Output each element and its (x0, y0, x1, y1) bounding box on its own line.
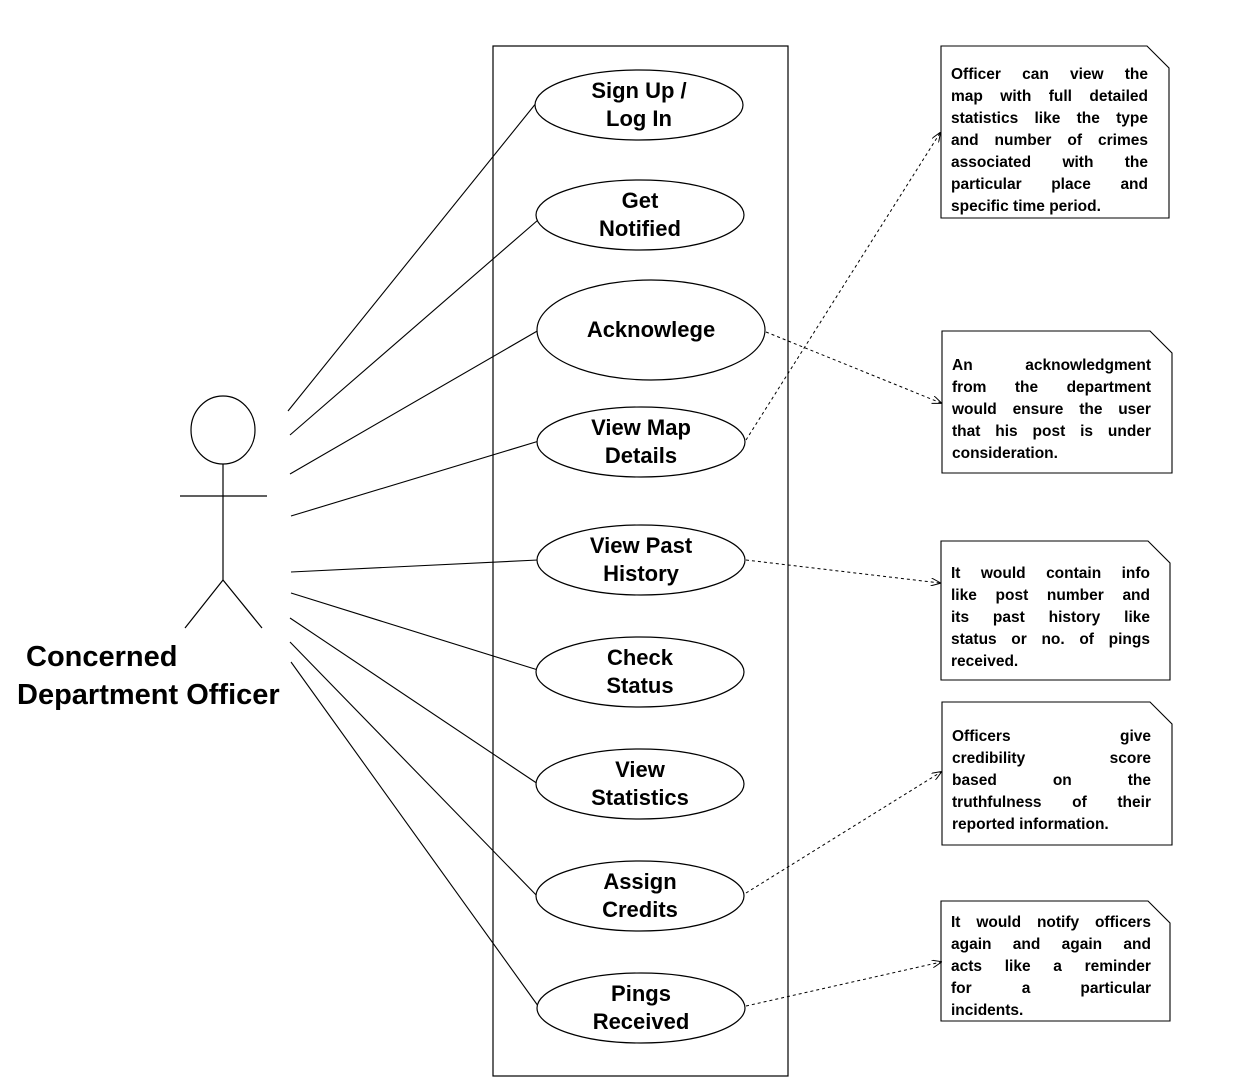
use-case-ellipse (536, 406, 746, 478)
note-shape (941, 330, 1173, 474)
use-case-check-status: Check Status (536, 637, 744, 707)
use-case-ellipse (535, 636, 745, 708)
note-line: incidents. (951, 1002, 1024, 1019)
use-case-ellipse (535, 748, 745, 820)
association-line (290, 661, 542, 1011)
note-shape (941, 701, 1173, 846)
dashed-arrow (745, 133, 940, 441)
association-line (287, 101, 538, 412)
use-case-line: Status (606, 673, 674, 698)
use-case-ellipse (536, 524, 746, 596)
use-case-line: Received (592, 1009, 690, 1034)
actor-label-line: Concerned (26, 641, 178, 673)
note-line: received. (951, 653, 1019, 670)
dashed-arrow (745, 962, 941, 1007)
use-case-line: Details (604, 443, 678, 468)
dashed-arrow (745, 772, 941, 894)
use-case-line: Sign Up / (591, 78, 687, 103)
note-shape (940, 900, 1171, 1022)
use-case-line: Log In (606, 106, 672, 131)
use-case-line: Get (621, 188, 659, 213)
dependency-arrows (745, 133, 941, 1007)
association-line (289, 219, 539, 436)
use-case-line: Check (606, 645, 674, 670)
use-case-line: View (615, 757, 665, 782)
use-case-line: View Map (591, 415, 691, 440)
use-case-line: History (603, 561, 679, 586)
association-line (290, 559, 539, 573)
use-case-ellipse (536, 279, 766, 381)
association-line (290, 440, 540, 517)
use-case-line: View Past (589, 533, 693, 558)
use-case-ellipses (534, 69, 766, 1044)
actor-label: Concerned Department Officer (12, 638, 312, 714)
use-case-acknowledge: Acknowlege (537, 280, 765, 380)
association-line (289, 617, 542, 787)
use-case-ellipse (534, 69, 744, 141)
associations (287, 101, 542, 1011)
notes-shapes (940, 45, 1173, 1022)
use-case-line: Statistics (591, 785, 689, 810)
dashed-arrow (745, 559, 940, 583)
note-line: consideration. (952, 445, 1058, 462)
note-line: specific time period. (951, 198, 1101, 215)
use-case-pings-received: Pings Received (537, 973, 745, 1043)
note-shape (940, 540, 1171, 681)
use-case-assign-credits: Assign Credits (536, 861, 744, 931)
use-case-line: Assign (603, 869, 677, 894)
use-case-line: Credits (602, 897, 678, 922)
use-case-line: Pings (611, 981, 671, 1006)
actor-icon (180, 395, 267, 629)
use-case-sign-up: Sign Up / Log In (535, 70, 743, 140)
use-case-line: Notified (599, 216, 681, 241)
use-case-ellipse (535, 179, 745, 251)
association-line (289, 641, 542, 901)
system-boundary (492, 45, 789, 1077)
association-line (290, 592, 539, 671)
use-case-line: Acknowlege (586, 317, 716, 342)
note-line: reported information. (952, 816, 1109, 833)
association-line (289, 329, 540, 475)
use-case-get-notified: Get Notified (536, 180, 744, 250)
actor-label-line: Department Officer (17, 679, 280, 711)
use-case-view-past-history: View Past History (537, 525, 745, 595)
use-case-view-statistics: View Statistics (536, 749, 744, 819)
note-shape (940, 45, 1170, 219)
dashed-arrow (765, 331, 941, 403)
use-case-ellipse (536, 972, 746, 1044)
use-case-ellipse (535, 860, 745, 932)
use-case-view-map-details: View Map Details (537, 407, 745, 477)
